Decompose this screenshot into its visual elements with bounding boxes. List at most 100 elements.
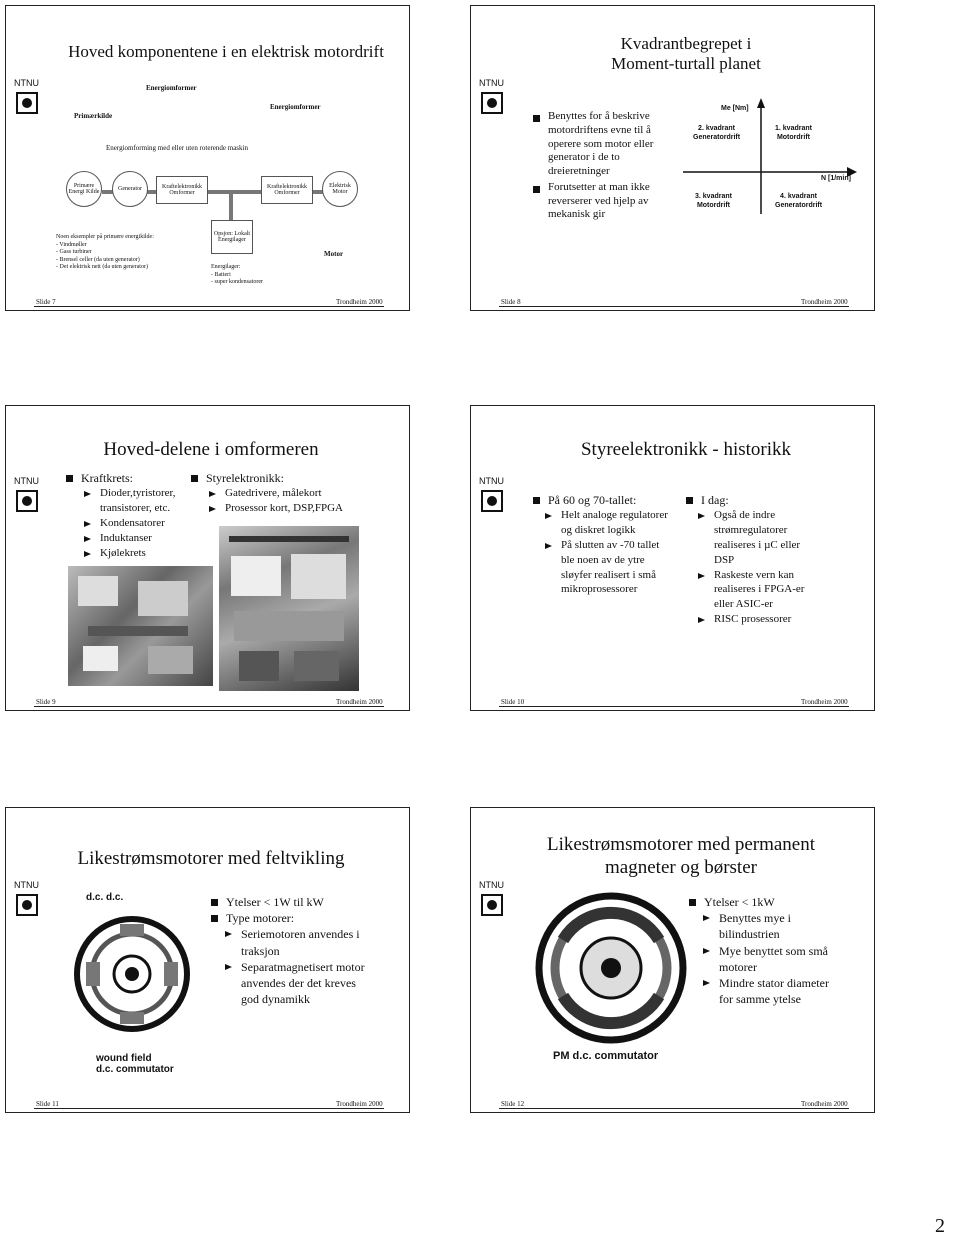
energiomformer-top-label: Energiomformer [146, 84, 197, 92]
quadrant-axes [683, 98, 857, 214]
ntnu-logo-icon [16, 92, 38, 114]
quadrant-text: 2. kvadrant [698, 125, 736, 132]
slide-title: Likestrømsmotorer med feltvikling [77, 848, 345, 869]
energiomformer-right-label: Energiomformer [270, 103, 321, 111]
footer-slide-number: Slide 11 [36, 1100, 59, 1108]
quadrant-text: 1. kvadrant [775, 125, 812, 132]
ntnu-logo-icon [16, 894, 38, 916]
bullet-text: Ytelser < 1kW [704, 895, 775, 909]
sub-item: Kondensatorer [84, 516, 191, 531]
sub-text: Kjølekrets [100, 546, 146, 559]
page-number: 2 [935, 1215, 945, 1237]
quadrant-4: 4. kvadrant Generatordrift [775, 192, 822, 210]
bullet-text: Type motorer: [226, 911, 295, 926]
bullet-item: Ytelser < 1W til kW [211, 894, 371, 910]
converter-box-2: Kraftelektronikk Omformer [261, 176, 313, 204]
caption-line: wound field [96, 1053, 152, 1064]
bullet-item: Benyttes for å beskrive motordriftens ev… [533, 110, 668, 179]
title-line: Likestrømsmotorer med permanent [546, 834, 816, 855]
quadrant-3: 3. kvadrant Motordrift [695, 192, 732, 210]
bullet-item: Forutsetter at man ikke reverserer ved h… [533, 181, 668, 222]
sub-text: Helt analoge regulatorer og diskret logi… [561, 509, 668, 537]
sub-item: Gatedrivere, målekort [209, 486, 366, 501]
sub-item: Raskeste vern kan realiseres i FPGA-er e… [698, 568, 821, 613]
footer-slide-number: Slide 9 [36, 698, 56, 706]
sub-text: Benyttes mye i bilindustrien [719, 911, 791, 942]
converter-box-1: Kraftelektronikk Omformer [156, 176, 208, 204]
footer-place-date: Trondheim 2000 [801, 298, 848, 306]
bullet-list: Ytelser < 1kW Benyttes mye i bilindustri… [689, 894, 839, 1007]
bullet-square-icon [533, 497, 540, 504]
figure-caption: wound field d.c. commutator [96, 1053, 174, 1075]
footer-place-date: Trondheim 2000 [801, 698, 848, 706]
arrow-bullet-icon [698, 617, 705, 624]
examples-line: - Vindmøller [56, 241, 87, 248]
ntnu-logo-icon [481, 490, 503, 512]
sub-item: Prosessor kort, DSP,FPGA [209, 501, 366, 516]
bullet-list: Ytelser < 1W til kW Type motorer: Seriem… [211, 894, 371, 1007]
bullet-text: Kraftkrets: [81, 471, 133, 485]
bullet-square-icon [191, 475, 198, 482]
arrow-bullet-icon [545, 542, 552, 549]
footer-slide-number: Slide 8 [501, 298, 521, 306]
motor-circle: Elektrisk Motor [322, 171, 358, 207]
footer-place-date: Trondheim 2000 [336, 698, 383, 706]
quadrant-text: Motordrift [776, 134, 810, 142]
sub-text: På slutten av -70 tallet ble noen av de … [561, 538, 660, 596]
footer-place-date: Trondheim 2000 [336, 298, 383, 306]
arrow-bullet-icon [209, 506, 216, 513]
arrow-bullet-icon [84, 491, 91, 498]
bullet-text: Styrelektronikk: [206, 471, 284, 485]
title-line: Moment-turtall planet [611, 54, 761, 74]
ntnu-label: NTNU [479, 78, 504, 88]
examples-line: - Brensel celler (da uten generator) [56, 256, 140, 263]
slide-7: NTNU Hoved komponentene i en elektrisk m… [5, 5, 410, 311]
arrow-bullet-icon [84, 550, 91, 557]
left-bullets: Kraftkrets: Dioder,tyristorer, transisto… [66, 470, 191, 560]
energy-storage-list: Energilager: - Batteri - super kondensat… [211, 264, 263, 287]
slide-10: NTNU Styreelektronikk - historikk På 60 … [470, 405, 875, 711]
y-axis-label: Me [Nm] [721, 105, 749, 112]
bullet-item: Ytelser < 1kW [689, 894, 839, 910]
arrow-bullet-icon [703, 979, 710, 986]
control-electronics-photo [219, 526, 359, 691]
energy-flow-bar [102, 190, 332, 194]
slide-title: Styreelektronikk - historikk [580, 439, 792, 460]
bullet-text: Forutsetter at man ikke reverserer ved h… [548, 180, 650, 221]
right-bullets: Styrelektronikk: Gatedrivere, målekort P… [191, 470, 366, 516]
sub-item: På slutten av -70 tallet ble noen av de … [545, 538, 668, 597]
quadrant-text: Generatordrift [775, 202, 823, 210]
footer-rule [499, 706, 849, 707]
figure-top-label: d.c. d.c. [86, 892, 124, 903]
quadrant-text: 4. kvadrant [780, 193, 818, 200]
ntnu-label: NTNU [479, 476, 504, 486]
footer-slide-number: Slide 7 [36, 298, 56, 306]
bullet-text: I dag: [701, 493, 729, 507]
sub-item: Helt analoge regulatorer og diskret logi… [545, 508, 668, 538]
left-bullets: På 60 og 70-tallet: Helt analoge regulat… [533, 492, 668, 597]
arrow-bullet-icon [698, 513, 705, 520]
energiomforming-label: Energiomforming med eller uten roterende… [106, 144, 248, 152]
sub-item: Mindre stator diameter for samme ytelse [703, 975, 839, 1007]
bullet-list: Benyttes for å beskrive motordriftens ev… [533, 110, 668, 222]
bullet-square-icon [689, 899, 696, 906]
sub-text: Kondensatorer [100, 516, 165, 529]
sub-item: RISC prosessorer [698, 612, 821, 627]
motor-label: Motor [324, 250, 344, 258]
bullet-item: På 60 og 70-tallet: [533, 492, 668, 508]
sub-text: RISC prosessorer [714, 613, 792, 626]
arrow-bullet-icon [84, 535, 91, 542]
energy-storage-box: Opsjon: Lokalt Energilager [211, 220, 253, 254]
quadrant-text: Generatordrift [693, 134, 741, 142]
bullet-item: Kraftkrets: [66, 470, 191, 486]
primary-source-circle: Primære Energi Kilde [66, 171, 102, 207]
sub-item: Induktanser [84, 531, 191, 546]
sub-item: Dioder,tyristorer, transistorer, etc. [84, 486, 191, 516]
bullet-square-icon [211, 899, 218, 906]
bullet-square-icon [66, 475, 73, 482]
slide-9: NTNU Hoved-delene i omformeren Kraftkret… [5, 405, 410, 711]
slide-title: Hoved komponentene i en elektrisk motord… [68, 42, 384, 61]
arrow-bullet-icon [225, 931, 232, 938]
ntnu-logo-icon [16, 490, 38, 512]
ntnu-label: NTNU [14, 78, 39, 88]
